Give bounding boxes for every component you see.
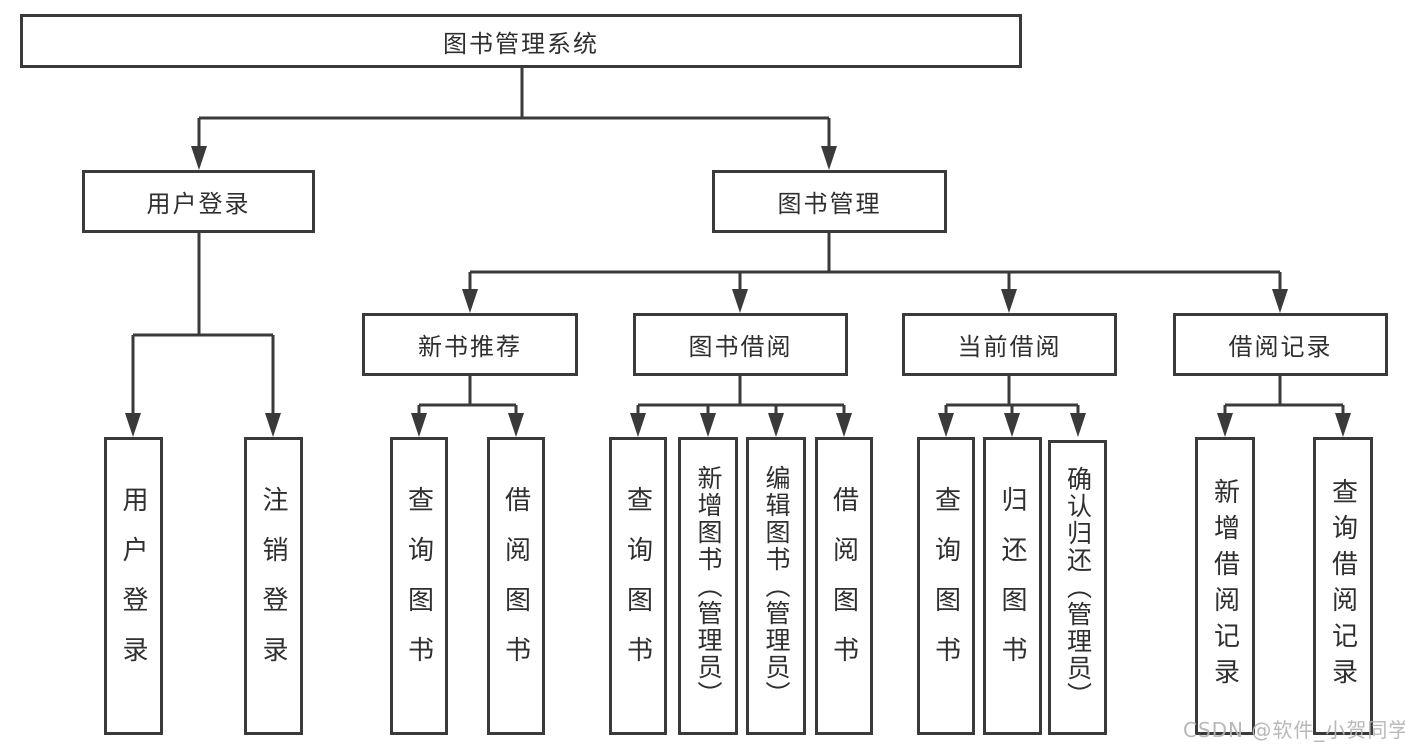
csdn-watermark: CSDN @软件_小贺同学 [1183,718,1405,742]
node-book-management: 图书管理 [712,170,947,233]
arrow-down-icon [1004,413,1020,437]
leaf-label: 借阅图书 [828,486,859,686]
leaf-label: 用户登录 [118,486,148,686]
leaf-borrow-books: 借阅图书 [815,437,873,735]
leaf-label: 编辑图书（管理员） [762,464,791,708]
leaf-borrow-books-recommend: 借阅图书 [487,437,545,735]
node-book-borrow: 图书借阅 [633,313,848,376]
node-root-library-management-system: 图书管理系统 [20,14,1022,68]
arrow-down-icon [411,413,427,437]
leaf-query-borrow-record: 查询借阅记录 [1313,437,1373,735]
leaf-label: 查询借阅记录 [1327,478,1358,694]
node-label: 用户登录 [146,190,251,218]
leaf-query-books-current: 查询图书 [917,437,975,735]
leaf-label: 确认归还（管理员） [1063,466,1093,709]
leaf-label: 查询图书 [403,486,434,686]
leaf-label: 新增借阅记录 [1209,478,1240,694]
arrow-down-icon [462,289,478,313]
leaf-add-books-admin: 新增图书（管理员） [678,437,738,735]
leaf-edit-books-admin: 编辑图书（管理员） [746,437,806,735]
arrow-down-icon [1001,289,1017,313]
arrow-down-icon [630,413,646,437]
leaf-label: 查询图书 [930,486,961,686]
node-label: 图书管理 [777,190,882,218]
arrow-down-icon [1272,289,1288,313]
arrow-down-icon [938,413,954,437]
tree-edges [131,68,1345,416]
leaf-label: 查询图书 [622,486,653,686]
node-borrow-record: 借阅记录 [1173,313,1388,376]
leaf-query-books-recommend: 查询图书 [390,437,448,735]
leaf-label: 归还图书 [997,486,1027,686]
leaf-return-books: 归还图书 [983,437,1042,735]
node-current-borrow: 当前借阅 [902,313,1117,376]
arrow-down-icon [700,413,716,437]
arrowhead-icons [125,146,1351,437]
arrow-down-icon [768,413,784,437]
node-label: 借阅记录 [1228,333,1333,361]
node-new-book-recommend: 新书推荐 [362,313,578,376]
arrow-down-icon [125,413,141,437]
leaf-label: 借阅图书 [500,486,531,686]
arrow-down-icon [265,413,281,437]
arrow-down-icon [1335,413,1351,437]
arrow-down-icon [732,289,748,313]
node-user-login: 用户登录 [82,170,315,233]
leaf-confirm-return-admin: 确认归还（管理员） [1048,440,1107,735]
arrow-down-icon [1217,413,1233,437]
leaf-label: 注销登录 [258,486,288,686]
arrow-down-icon [821,146,837,170]
arrow-down-icon [508,413,524,437]
leaf-user-login: 用户登录 [104,437,163,735]
node-label: 新书推荐 [418,333,522,361]
arrow-down-icon [1070,413,1086,437]
leaf-logout: 注销登录 [244,437,303,735]
arrow-down-icon [836,413,852,437]
leaf-label: 新增图书（管理员） [694,464,723,708]
node-label: 图书管理系统 [443,29,599,58]
node-label: 图书借阅 [688,333,793,361]
leaf-add-borrow-record: 新增借阅记录 [1195,437,1255,735]
arrow-down-icon [191,146,207,170]
node-label: 当前借阅 [957,333,1062,361]
leaf-query-books-borrow: 查询图书 [609,437,667,735]
